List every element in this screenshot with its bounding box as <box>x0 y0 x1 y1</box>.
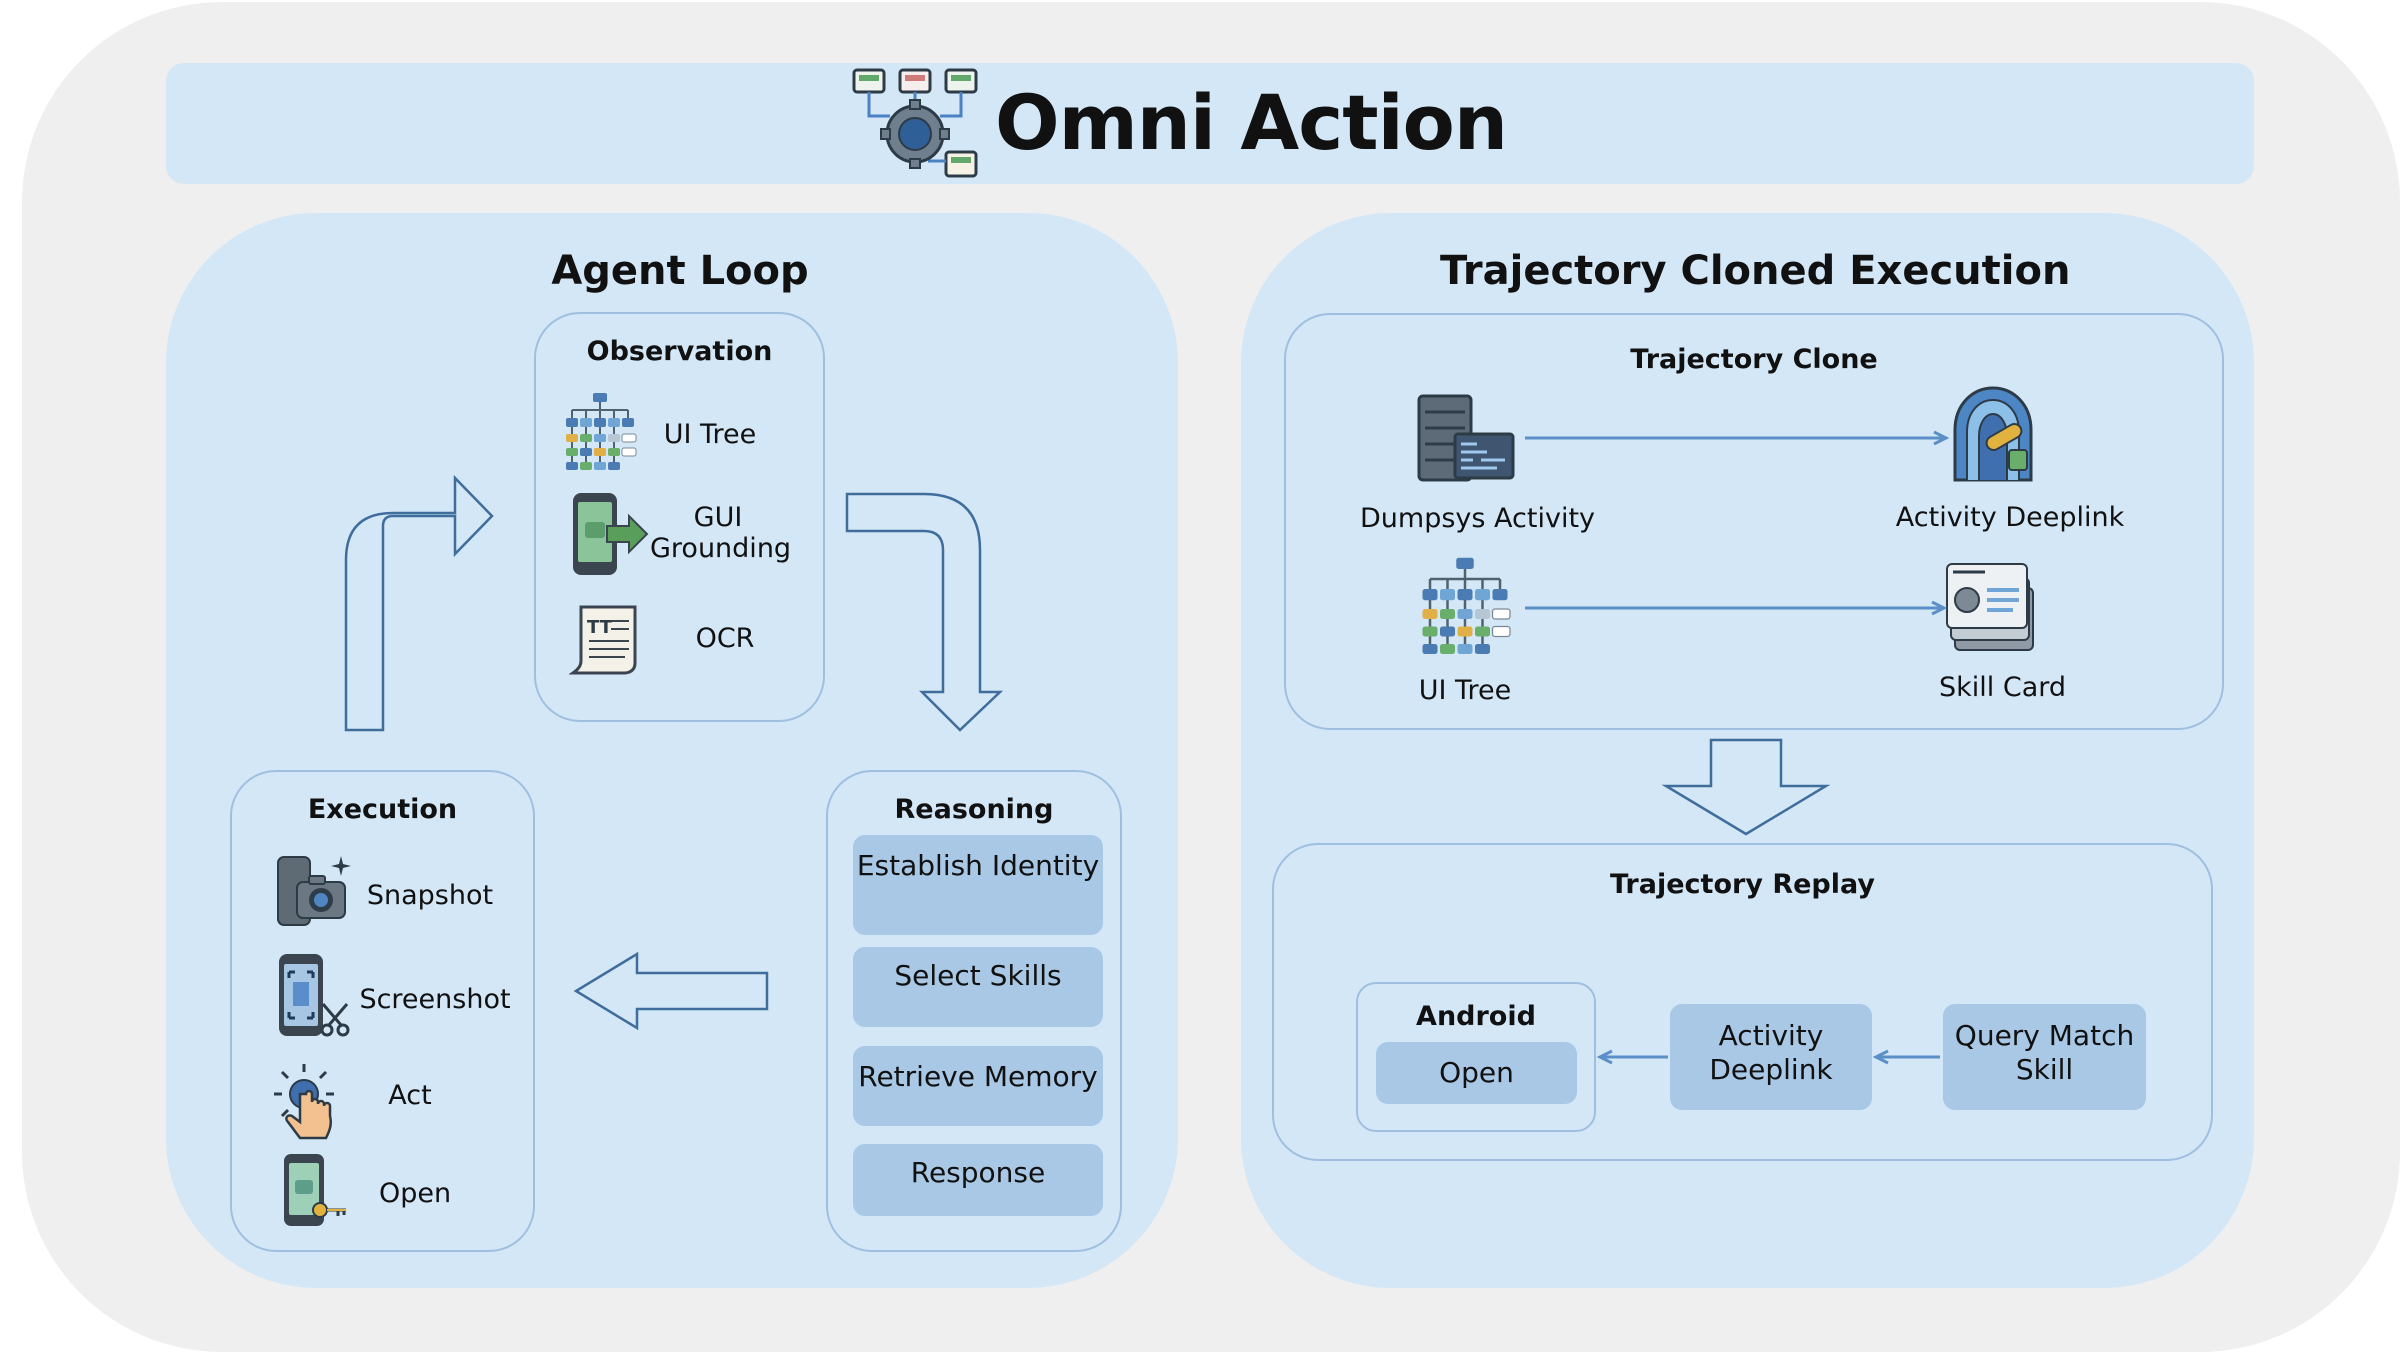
execution-act-label: Act <box>388 1080 432 1111</box>
server-icon <box>1417 394 1515 482</box>
replay-query-match-line2: Skill <box>2015 1053 2074 1086</box>
execution-to-observation-arrow <box>344 474 494 732</box>
execution-open-label: Open <box>378 1178 452 1209</box>
replay-query-match-line1: Query Match <box>1954 1019 2135 1052</box>
replay-activity-deeplink-line2: Deeplink <box>1709 1053 1833 1086</box>
clone-to-replay-arrow <box>1661 738 1830 836</box>
document-icon: TT <box>569 605 637 675</box>
skill-card-icon <box>1946 563 2034 651</box>
trajectory-clone-box <box>1284 313 2224 730</box>
phone-key-icon <box>284 1154 346 1226</box>
execution-screenshot-label: Screenshot <box>359 984 511 1015</box>
camera-icon <box>277 856 351 926</box>
reasoning-title: Reasoning <box>894 794 1054 825</box>
loop-arrows <box>344 474 1004 1031</box>
reasoning-step-select-skills: Select Skills <box>853 947 1103 1027</box>
clone-activity-deeplink-label: Activity Deeplink <box>1895 502 2125 533</box>
observation-title: Observation <box>586 336 773 367</box>
deeplink-icon <box>1953 386 2033 482</box>
replay-activity-deeplink: Activity Deeplink <box>1670 1004 1872 1110</box>
header-banner <box>166 63 2254 184</box>
tree-icon <box>566 393 637 470</box>
deeplink-to-android-arrow <box>1596 1049 1668 1065</box>
tap-icon <box>274 1064 334 1140</box>
gear-network-icon <box>852 68 978 178</box>
clone-dumpsys-activity-label: Dumpsys Activity <box>1360 503 1596 534</box>
svg-text:TT: TT <box>587 617 613 638</box>
observation-gui-label-line1: GUI <box>693 502 743 533</box>
page-title: Omni Action <box>995 78 1508 167</box>
clone-skill-card-label: Skill Card <box>1938 672 2067 703</box>
dumpsys-to-deeplink-arrow <box>1525 430 1950 446</box>
uitree-to-skillcard-arrow <box>1525 600 1948 616</box>
android-title: Android <box>1416 1001 1536 1032</box>
clone-ui-tree-label: UI Tree <box>1418 675 1512 706</box>
replay-arrows <box>1596 1049 1940 1065</box>
trajectory-clone-title: Trajectory Clone <box>1630 344 1878 375</box>
ui-tree-icon <box>1422 557 1511 654</box>
phone-scissors-icon <box>279 954 350 1037</box>
clone-arrows <box>1525 430 1950 616</box>
observation-ocr-label: OCR <box>695 623 755 654</box>
reasoning-step-establish-identity: Establish Identity <box>853 835 1103 935</box>
reasoning-step-response: Response <box>853 1144 1103 1216</box>
android-open-step: Open <box>1376 1042 1577 1104</box>
query-to-deeplink-arrow <box>1872 1049 1940 1065</box>
phone-arrow-icon <box>573 493 649 575</box>
trajectory-title: Trajectory Cloned Execution <box>1440 248 2071 294</box>
reasoning-step-retrieve-memory: Retrieve Memory <box>853 1046 1103 1126</box>
android-box <box>1356 982 1596 1132</box>
replay-query-match-skill: Query Match Skill <box>1943 1004 2146 1110</box>
agent-loop-title: Agent Loop <box>551 248 809 294</box>
replay-activity-deeplink-line1: Activity <box>1718 1019 1824 1052</box>
observation-to-reasoning-arrow <box>845 492 1004 732</box>
trajectory-replay-title: Trajectory Replay <box>1609 869 1875 900</box>
observation-ui-tree-label: UI Tree <box>663 419 757 450</box>
execution-title: Execution <box>307 794 458 825</box>
execution-snapshot-label: Snapshot <box>366 880 494 911</box>
observation-grounding-label-line2: Grounding <box>650 533 792 564</box>
reasoning-to-execution-arrow <box>573 951 769 1031</box>
